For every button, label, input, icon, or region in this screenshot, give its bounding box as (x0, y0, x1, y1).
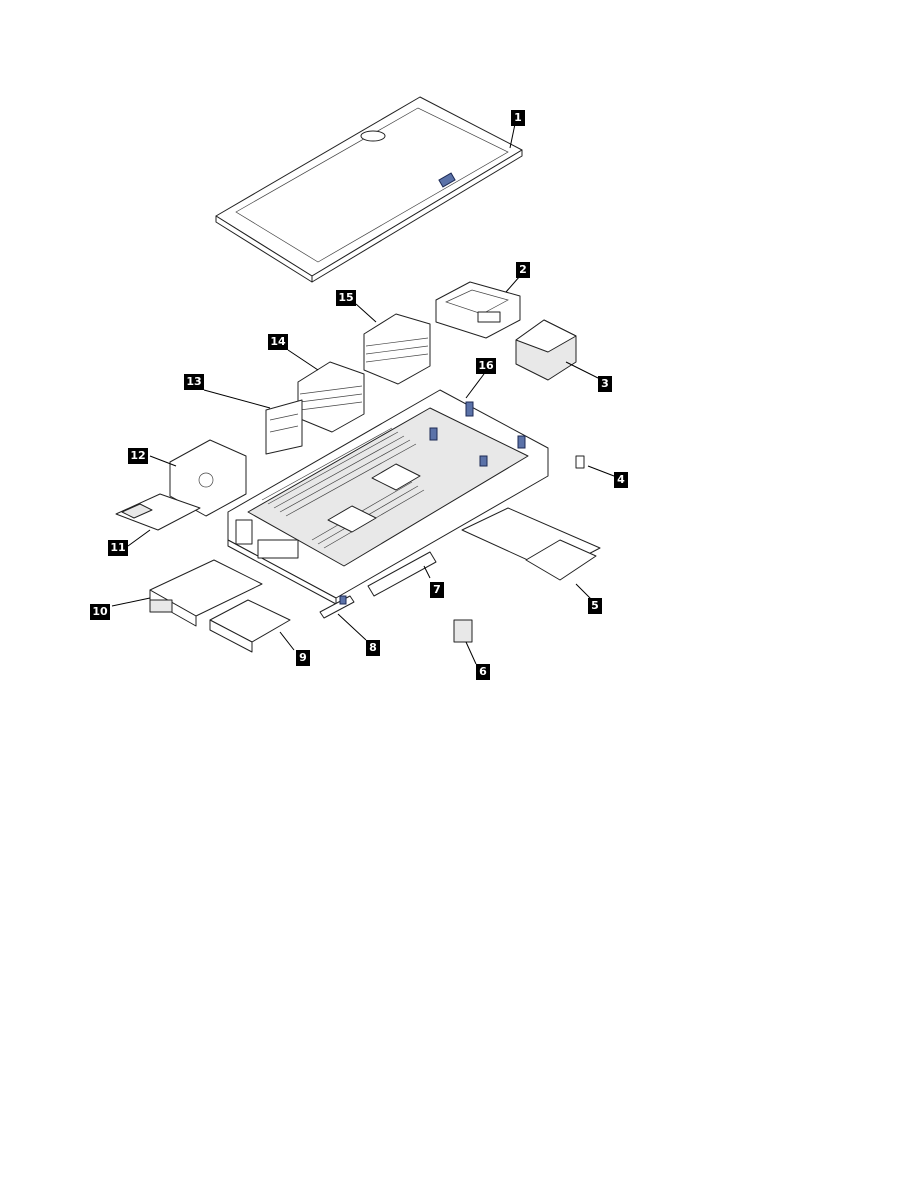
front-panel (236, 520, 252, 544)
handle-blue-2 (430, 428, 437, 440)
callout-8: 8 (366, 640, 380, 656)
callout-2: 2 (516, 262, 530, 278)
drive-filler (210, 600, 294, 652)
callout-16: 16 (476, 358, 496, 374)
small-bracket (576, 456, 614, 476)
callout-4: 4 (614, 472, 628, 488)
top-cover (216, 97, 522, 282)
clip (320, 596, 366, 640)
callout-11: 11 (108, 540, 128, 556)
callout-6: 6 (476, 664, 490, 680)
callout-1: 1 (511, 110, 525, 126)
module-3 (516, 320, 598, 380)
handle-blue-1 (466, 402, 473, 416)
callout-7: 7 (430, 582, 444, 598)
callout-9: 9 (296, 650, 310, 666)
callout-5: 5 (588, 598, 602, 614)
callout-12: 12 (128, 448, 148, 464)
filler-panel (462, 508, 600, 600)
air-baffle (436, 276, 520, 338)
handle-blue-3 (518, 436, 525, 448)
connector (454, 620, 476, 664)
callout-3: 3 (598, 376, 612, 392)
callout-10: 10 (90, 604, 110, 620)
handle-blue-4 (480, 456, 487, 466)
heat-sink-front (356, 304, 430, 384)
callout-14: 14 (268, 334, 288, 350)
callout-13: 13 (184, 374, 204, 390)
callout-15: 15 (336, 290, 356, 306)
